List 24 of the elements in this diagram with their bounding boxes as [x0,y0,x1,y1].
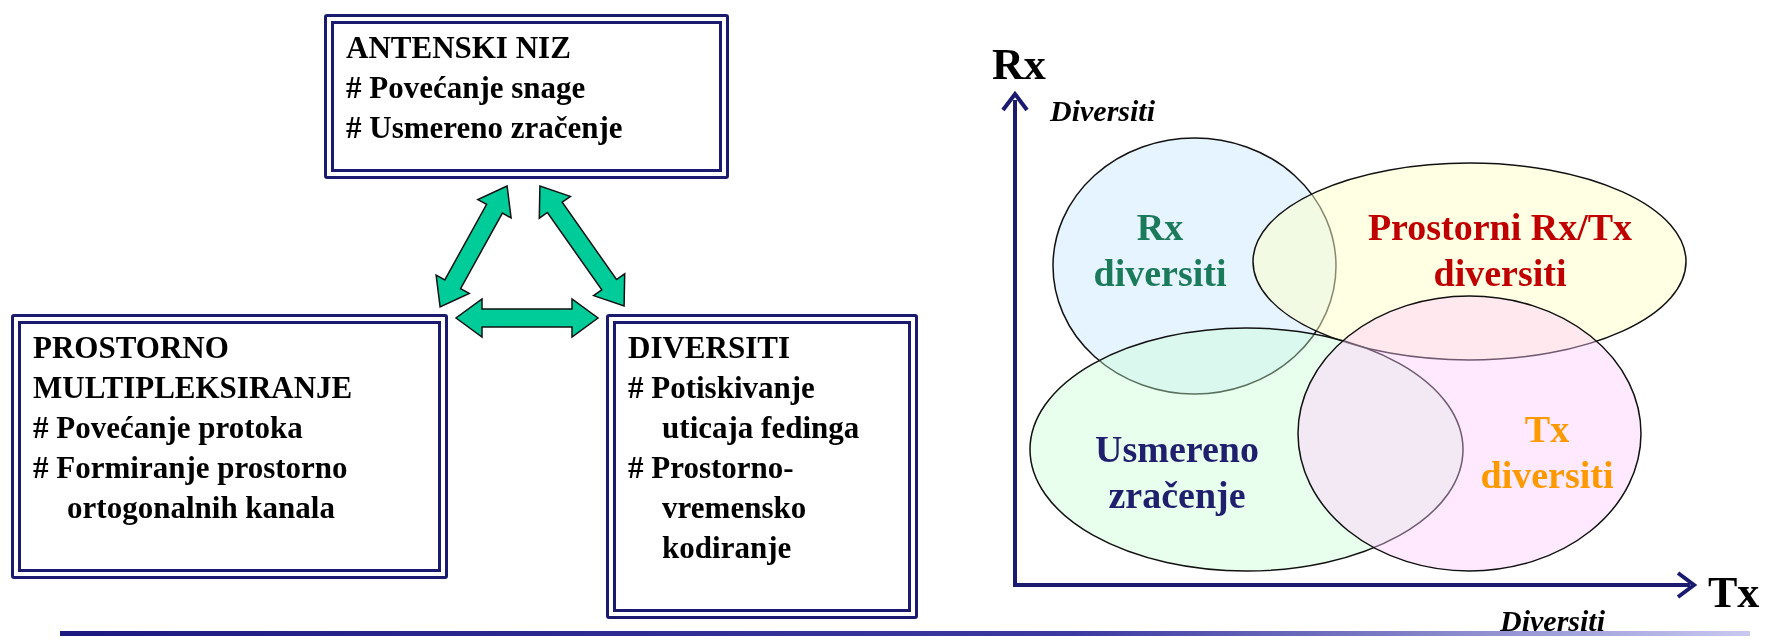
ellipse-label: Tx diversiti [1479,407,1615,498]
bullet-text: # Usmereno zračenje [346,109,624,147]
double-arrow [454,297,600,339]
double-arrow [538,184,626,308]
bullet-text: # Povećanje protoka [33,409,304,447]
bullet-text: # Potiskivanje uticaja fedinga [628,369,861,447]
box-heading: PROSTORNO MULTIPLEKSIRANJE [33,329,354,407]
venn-ellipse [1297,295,1642,572]
double-arrow [435,184,513,309]
ellipse-label: Rx diversiti [1092,205,1228,296]
axis-label: Diversiti [1050,93,1155,129]
box-heading: ANTENSKI NIZ [346,29,572,67]
axis-label: Rx [992,39,1046,91]
ellipse-label: Prostorni Rx/Tx diversiti [1366,205,1634,296]
double-bordered-box [324,14,729,179]
double-bordered-box [11,314,448,579]
bullet-text: # Formiranje prostorno ortogonalnih kanala [33,449,349,527]
axis-label: Tx [1708,567,1760,619]
axis-label: Diversiti [1500,603,1605,639]
bullet-text: # Prostorno-vremensko kodiranje [628,449,808,567]
bullet-text: # Povećanje snage [346,69,587,107]
double-bordered-box [606,314,918,619]
box-heading: DIVERSITI [628,329,791,367]
ellipse-label: Usmereno zračenje [1094,427,1260,518]
